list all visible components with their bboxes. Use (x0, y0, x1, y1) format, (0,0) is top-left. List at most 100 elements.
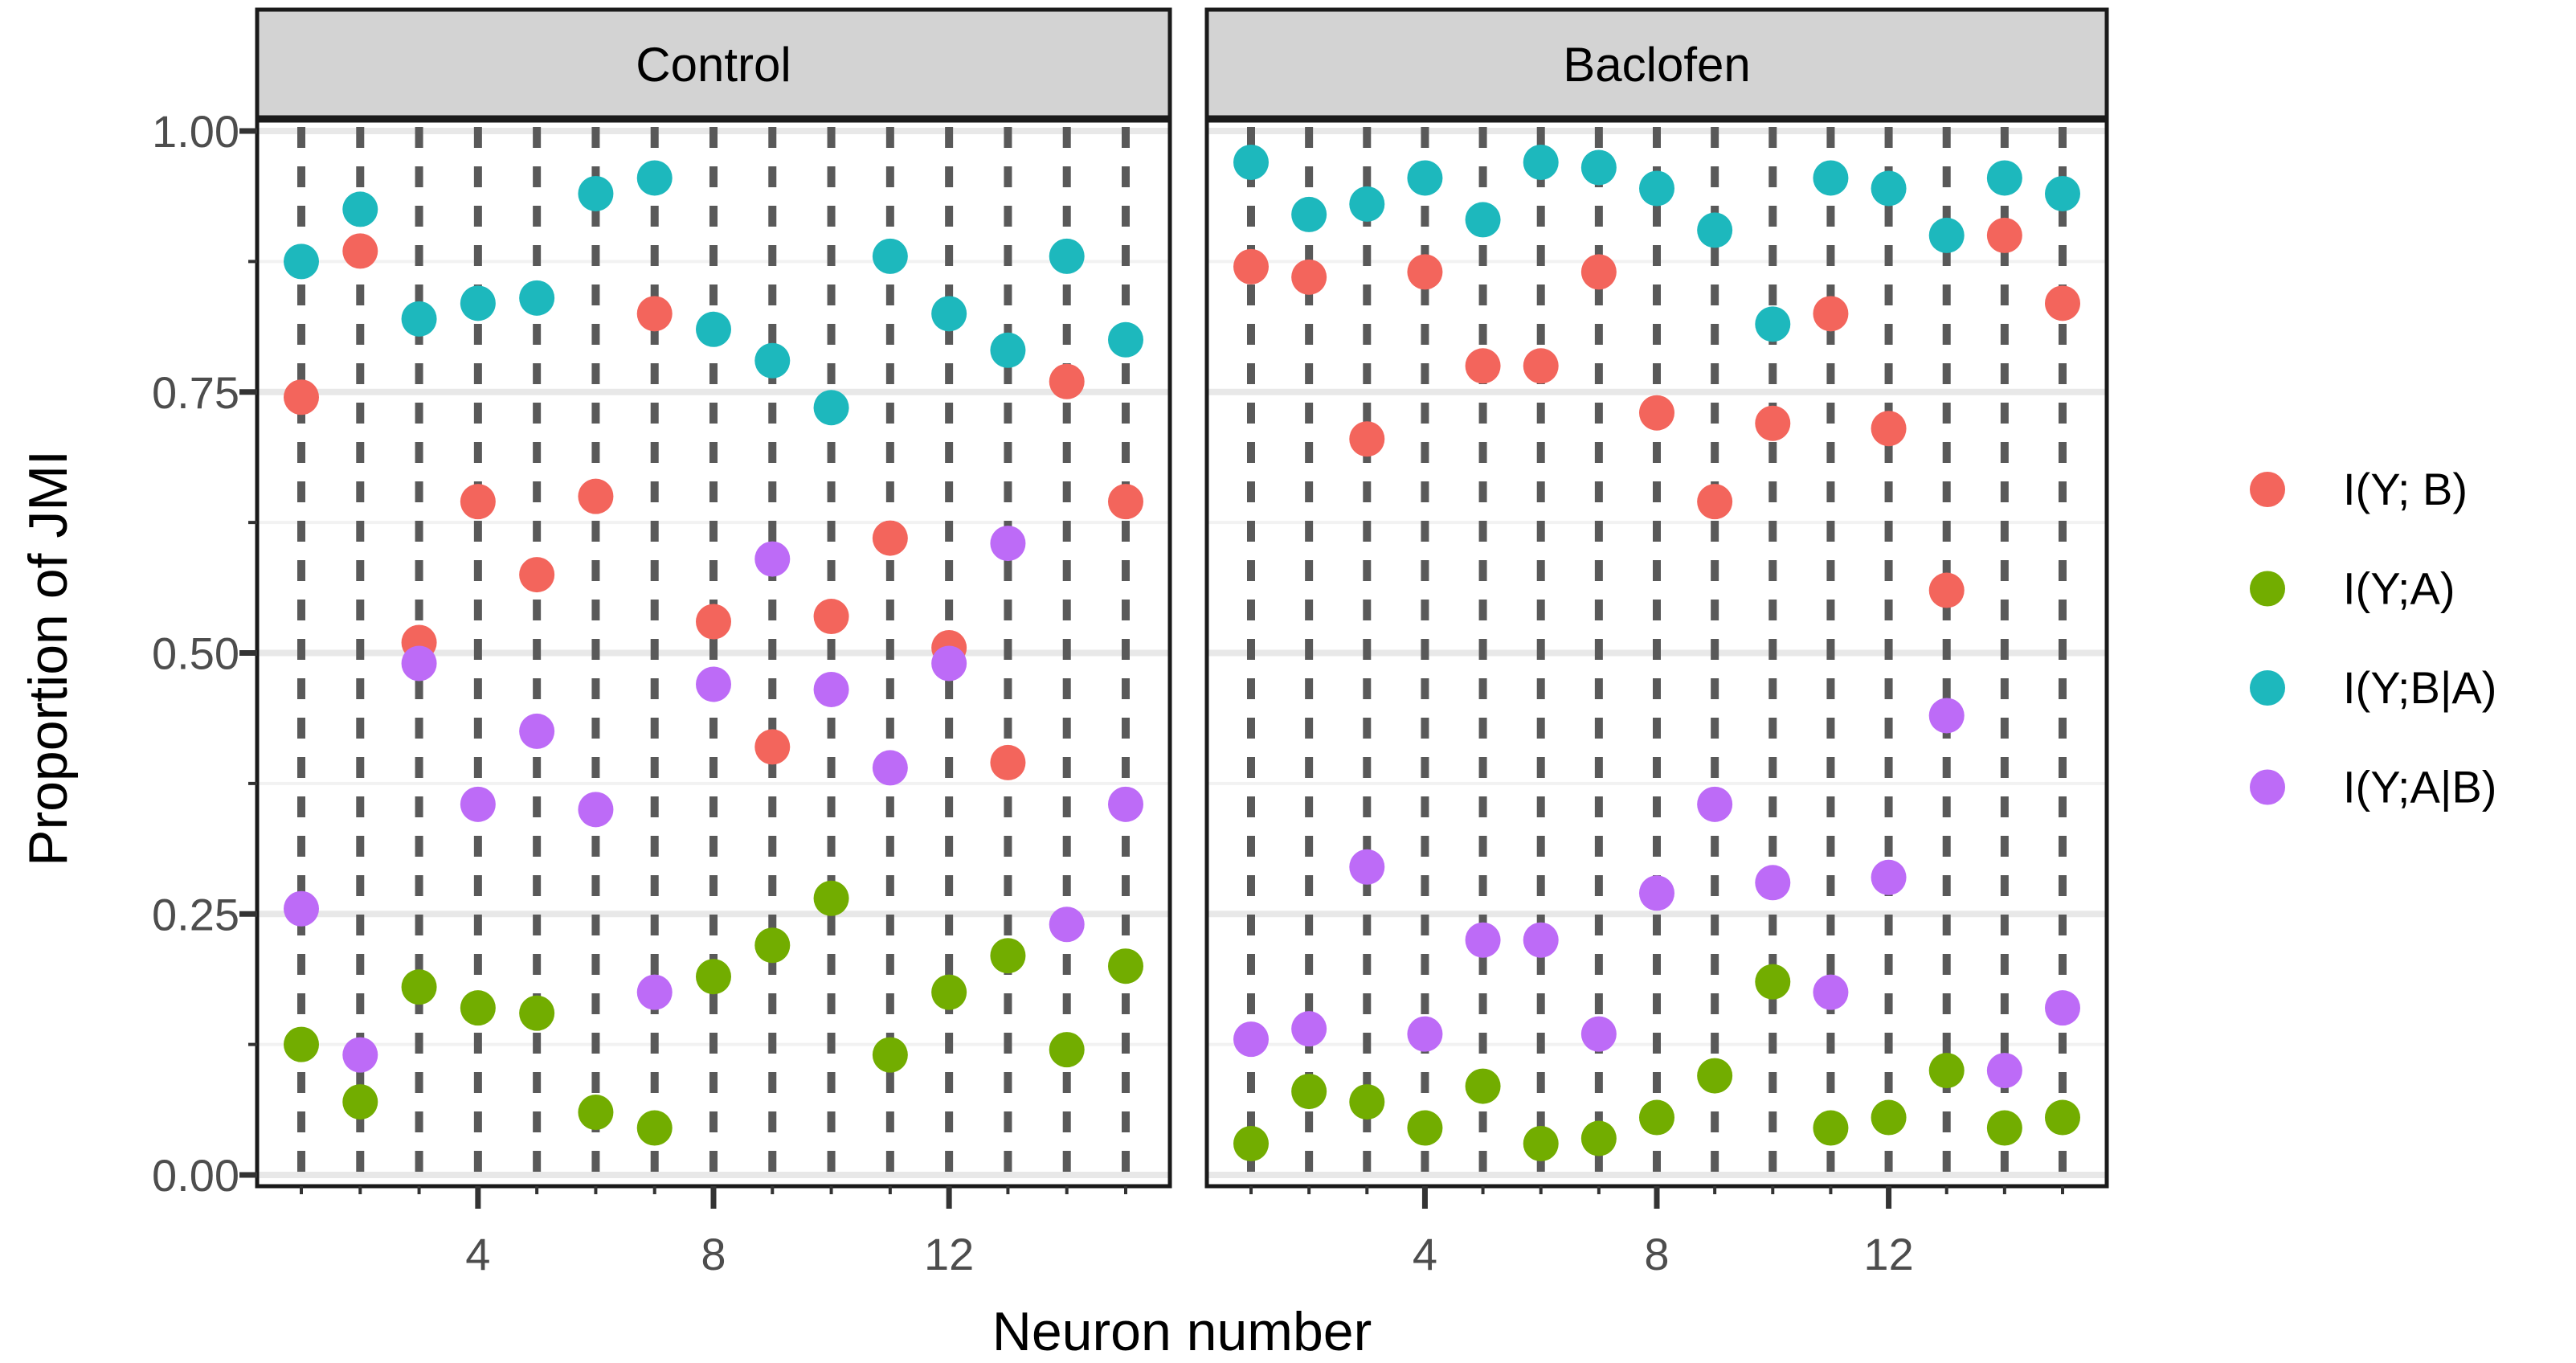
point-control-s1-n3 (401, 969, 437, 1005)
point-baclofen-s3-n2 (1291, 1011, 1327, 1047)
point-control-s1-n13 (990, 938, 1026, 974)
point-baclofen-s1-n6 (1523, 1126, 1559, 1162)
point-baclofen-s1-n2 (1291, 1074, 1327, 1110)
point-baclofen-s2-n11 (1813, 160, 1849, 196)
x-tick-label-baclofen-12: 12 (1863, 1229, 1913, 1279)
point-control-s0-n2 (342, 233, 378, 269)
x-tick-label-baclofen-4: 4 (1413, 1229, 1437, 1279)
point-baclofen-s2-n4 (1407, 160, 1443, 196)
point-control-s0-n6 (578, 478, 614, 514)
point-control-s1-n14 (1049, 1032, 1085, 1068)
point-baclofen-s0-n5 (1465, 348, 1501, 384)
legend-label-3: I(Y;A|B) (2343, 762, 2496, 812)
point-control-s2-n12 (931, 296, 967, 332)
point-baclofen-s0-n9 (1697, 484, 1733, 520)
point-baclofen-s1-n4 (1407, 1110, 1443, 1146)
point-baclofen-s2-n9 (1697, 212, 1733, 248)
point-control-s3-n9 (754, 541, 791, 577)
point-baclofen-s0-n11 (1813, 296, 1849, 332)
x-tick-label-control-8: 8 (701, 1229, 726, 1279)
facet-strip-label-baclofen: Baclofen (1563, 38, 1751, 92)
point-control-s2-n11 (872, 238, 908, 274)
point-control-s3-n4 (460, 786, 496, 822)
x-tick-label-baclofen-8: 8 (1644, 1229, 1669, 1279)
legend-dot-3 (2250, 769, 2285, 805)
y-tick-label-1: 0.75 (152, 367, 239, 418)
point-control-s1-n5 (519, 995, 555, 1031)
point-baclofen-s3-n5 (1465, 922, 1501, 958)
point-baclofen-s0-n3 (1349, 421, 1385, 457)
point-baclofen-s0-n8 (1639, 395, 1674, 431)
point-control-s2-n4 (460, 285, 496, 321)
point-baclofen-s0-n14 (1986, 217, 2022, 253)
point-control-s1-n7 (636, 1110, 673, 1146)
point-baclofen-s3-n7 (1580, 1016, 1617, 1052)
point-control-s3-n3 (401, 645, 437, 682)
y-tick-label-2: 0.50 (152, 628, 239, 679)
y-tick-label-4: 0.00 (152, 1150, 239, 1201)
point-control-s1-n6 (578, 1095, 614, 1131)
point-control-s0-n7 (636, 296, 673, 332)
point-control-s0-n10 (813, 599, 849, 635)
point-control-s2-n8 (696, 311, 731, 347)
point-baclofen-s0-n1 (1233, 248, 1269, 284)
point-baclofen-s3-n11 (1813, 974, 1849, 1010)
point-control-s3-n1 (284, 890, 319, 927)
x-axis-title: Neuron number (992, 1301, 1372, 1362)
point-baclofen-s3-n6 (1523, 922, 1559, 958)
point-baclofen-s1-n15 (2045, 1099, 2080, 1136)
point-control-s3-n7 (636, 974, 673, 1010)
point-control-s1-n4 (460, 990, 496, 1026)
facet-strip-baclofen (1204, 7, 2109, 120)
point-control-s3-n12 (931, 645, 967, 682)
legend-label-1: I(Y;A) (2343, 563, 2455, 614)
point-baclofen-s3-n14 (1986, 1053, 2022, 1089)
point-baclofen-s2-n1 (1233, 144, 1269, 180)
point-control-s2-n15 (1108, 321, 1143, 358)
point-baclofen-s3-n10 (1755, 865, 1791, 901)
point-baclofen-s3-n13 (1928, 698, 1965, 734)
legend-dot-2 (2250, 670, 2285, 706)
point-control-s3-n10 (813, 671, 849, 707)
point-baclofen-s1-n10 (1755, 964, 1791, 1000)
y-tick-label-0: 1.00 (152, 106, 239, 157)
point-baclofen-s0-n4 (1407, 254, 1443, 290)
point-control-s1-n9 (754, 927, 791, 964)
point-baclofen-s2-n2 (1291, 196, 1327, 232)
point-control-s1-n1 (284, 1026, 319, 1062)
point-baclofen-s0-n7 (1580, 254, 1617, 290)
point-baclofen-s1-n3 (1349, 1084, 1385, 1120)
y-axis-title: Proportion of JMI (18, 450, 79, 866)
point-baclofen-s1-n7 (1580, 1120, 1617, 1156)
point-baclofen-s3-n3 (1349, 849, 1385, 885)
point-baclofen-s1-n13 (1928, 1053, 1965, 1089)
point-baclofen-s1-n9 (1697, 1058, 1733, 1094)
point-control-s2-n3 (401, 301, 437, 337)
point-control-s1-n12 (931, 974, 967, 1010)
point-control-s3-n11 (872, 750, 908, 786)
point-baclofen-s2-n5 (1465, 202, 1501, 238)
point-control-s2-n2 (342, 191, 378, 227)
point-baclofen-s0-n10 (1755, 405, 1791, 441)
point-control-s3-n6 (578, 792, 614, 828)
legend-label-0: I(Y; B) (2343, 464, 2468, 514)
point-control-s0-n1 (284, 379, 319, 415)
point-baclofen-s0-n13 (1928, 572, 1965, 608)
point-baclofen-s1-n11 (1813, 1110, 1849, 1146)
x-tick-label-control-12: 12 (924, 1229, 974, 1279)
x-tick-label-control-4: 4 (465, 1229, 490, 1279)
point-baclofen-s2-n13 (1928, 217, 1965, 253)
point-control-s2-n13 (990, 332, 1026, 368)
point-control-s2-n6 (578, 175, 614, 211)
point-control-s2-n14 (1049, 238, 1085, 274)
point-baclofen-s0-n6 (1523, 348, 1559, 384)
point-baclofen-s2-n10 (1755, 306, 1791, 342)
point-control-s3-n13 (990, 526, 1026, 562)
point-baclofen-s2-n7 (1580, 149, 1617, 186)
point-control-s2-n10 (813, 390, 849, 426)
point-baclofen-s1-n14 (1986, 1110, 2022, 1146)
point-baclofen-s1-n1 (1233, 1126, 1269, 1162)
point-baclofen-s2-n6 (1523, 144, 1559, 180)
point-baclofen-s3-n4 (1407, 1016, 1443, 1052)
